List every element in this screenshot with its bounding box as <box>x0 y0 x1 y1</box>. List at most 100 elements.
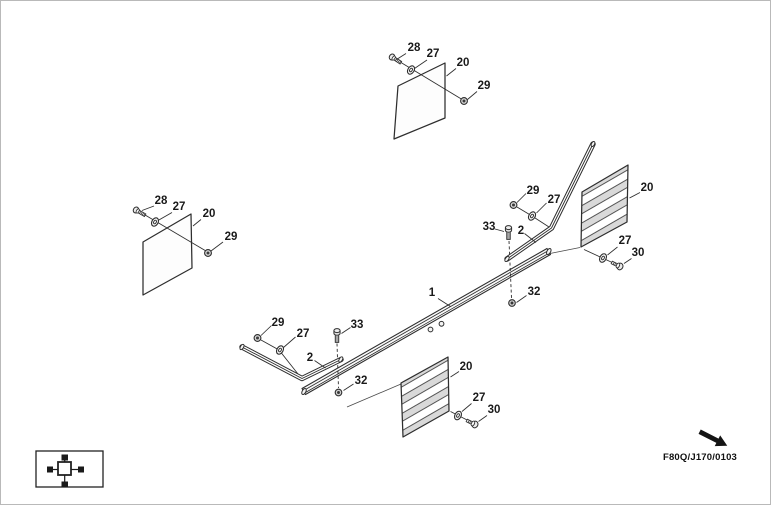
screw-28-icon <box>131 205 148 219</box>
orientation-top-marker <box>61 454 68 461</box>
callout-27-label: 27 <box>173 201 186 213</box>
callout-1-label: 1 <box>429 287 436 299</box>
left-panel-assembly: 28 27 20 29 <box>131 195 238 296</box>
rail-clip-icon <box>427 326 434 333</box>
leader-line <box>157 212 173 221</box>
callout-29-label: 29 <box>272 317 285 329</box>
right-hatched-panel-assembly: 20 27 30 <box>580 164 654 272</box>
callout-32-label: 32 <box>355 375 368 387</box>
figure-code-text: F80Q/J170/0103 <box>663 452 737 463</box>
arrow-shape <box>698 429 728 447</box>
leader-line <box>467 91 478 100</box>
rod-2-tube <box>241 346 342 379</box>
orientation-left-marker <box>47 466 53 473</box>
callout-33-label: 33 <box>351 319 364 331</box>
roof-rail: 1 <box>301 247 581 408</box>
callout-27-label: 27 <box>619 235 632 247</box>
top-panel-assembly: 28 27 20 29 <box>387 42 491 140</box>
callout-2-label: 2 <box>307 352 313 364</box>
orientation-bottom-marker <box>61 481 68 487</box>
lock-nut-32-icon <box>508 299 516 307</box>
leader-line <box>192 219 202 227</box>
leader-line <box>260 325 272 336</box>
lock-nut-32-icon <box>334 388 343 397</box>
screw-30-icon <box>609 258 625 272</box>
leader-line <box>141 205 155 211</box>
nut-29-icon <box>460 97 468 105</box>
leader-line <box>629 192 641 199</box>
leader-line <box>607 246 618 256</box>
rail-edge-line <box>304 252 550 394</box>
callout-20-label: 20 <box>203 208 216 220</box>
fastener-axis-line <box>395 59 464 101</box>
leader-line <box>478 415 488 422</box>
callout-27-label: 27 <box>548 194 561 206</box>
callout-20-label: 20 <box>460 361 473 373</box>
washer-27-icon <box>526 209 538 223</box>
callout-33-label: 33 <box>483 221 496 233</box>
callout-20-label: 20 <box>641 182 654 194</box>
leader-line <box>314 360 326 369</box>
leader-line <box>494 228 505 232</box>
leader-line <box>524 233 537 243</box>
callout-27-label: 27 <box>473 392 486 404</box>
orientation-schematic-icon <box>35 450 104 488</box>
leader-line <box>450 371 460 378</box>
leader-line <box>341 327 351 334</box>
leader-line <box>343 383 354 391</box>
leader-line <box>461 403 472 412</box>
bolt-axis-dashed-line <box>508 240 512 299</box>
bolt-33-icon <box>333 328 341 343</box>
bottom-hatched-panel-assembly: 20 27 30 <box>400 356 500 438</box>
ghost-line <box>346 383 402 408</box>
screw-28-icon <box>387 52 404 66</box>
washer-27-icon <box>274 344 286 356</box>
leader-line <box>446 68 457 77</box>
callout-32-label: 32 <box>528 286 541 298</box>
leader-line <box>210 241 224 252</box>
leader-line <box>536 202 547 214</box>
callout-27-label: 27 <box>297 328 310 340</box>
panel-20-plate <box>393 62 446 140</box>
nut-29-icon <box>509 201 518 209</box>
washer-27-icon <box>597 252 609 264</box>
rod-end-cap <box>590 140 596 148</box>
rail-end-cap <box>546 248 552 255</box>
ghost-line <box>549 247 581 254</box>
leader-line <box>437 298 451 307</box>
panel-20-hatched-plate <box>580 164 629 248</box>
callout-28-label: 28 <box>408 42 421 54</box>
rod-end-cap <box>504 255 510 263</box>
callout-20-label: 20 <box>457 57 470 69</box>
leader-line <box>516 295 527 303</box>
callout-29-label: 29 <box>527 185 540 197</box>
orientation-center-square <box>57 461 72 476</box>
rod-end-cap <box>239 343 245 351</box>
leader-line <box>396 53 407 60</box>
rod-2-tube <box>240 345 343 381</box>
rail-edge-line <box>303 250 549 391</box>
callout-2-label: 2 <box>518 225 524 237</box>
forward-direction-arrow-icon <box>698 429 728 447</box>
leader-line <box>414 59 428 69</box>
callout-27-label: 27 <box>427 48 440 60</box>
fastener-axis-line <box>139 211 207 252</box>
rod-2-tube <box>506 143 594 260</box>
washer-27-icon <box>149 216 161 228</box>
leader-line <box>516 193 527 203</box>
lower-rod-attachment: 29 27 2 33 32 <box>239 317 368 397</box>
callout-29-label: 29 <box>478 80 491 92</box>
callout-28-label: 28 <box>155 195 168 207</box>
callout-29-label: 29 <box>225 231 238 243</box>
figure-code: F80Q/J170/0103 <box>663 429 737 463</box>
rod-end-cap <box>338 356 344 363</box>
screw-30-icon <box>464 416 480 430</box>
callout-30-label: 30 <box>632 247 645 259</box>
bolt-axis-dashed-line <box>336 343 339 389</box>
rail-end-cap <box>301 388 307 395</box>
washer-27-icon <box>452 409 464 422</box>
nut-29-icon <box>253 334 262 342</box>
leader-line <box>623 258 632 264</box>
